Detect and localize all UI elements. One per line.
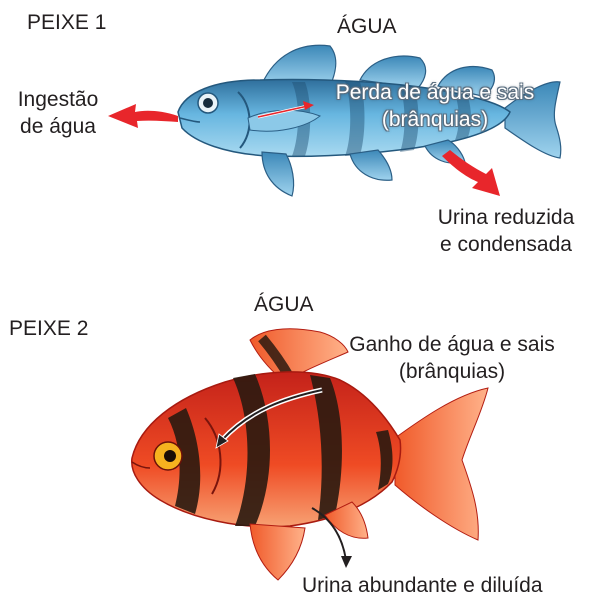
- fish2-gill-arrow: [215, 387, 323, 449]
- fish1-urine-line1: Urina reduzida: [437, 206, 575, 229]
- fish1-intake-label: Ingestão de água: [0, 86, 116, 140]
- fish2-urine-arrow: [311, 507, 352, 568]
- fish1-mouth: [179, 117, 201, 123]
- fish1-dorsal-fin-middle: [359, 55, 427, 89]
- fish1-pelvic-fin: [261, 151, 295, 197]
- fish1-urine-label: Urina reduzida e condensada: [418, 204, 594, 258]
- fish1-urine-line2: e condensada: [440, 233, 572, 256]
- fish1-illustration: [177, 44, 562, 197]
- fish2-environment-label: ÁGUA: [254, 293, 314, 316]
- fish2-mouth: [131, 461, 151, 469]
- fish1-anal-fin-front: [349, 149, 393, 181]
- fish1-gill-arrow: [257, 101, 314, 119]
- fish2-gain-line1: Ganho de água e sais: [349, 333, 555, 356]
- fish1-environment-label: ÁGUA: [337, 15, 397, 38]
- fish1-label: PEIXE 1: [27, 11, 107, 34]
- fish2-urine-label: Urina abundante e diluída: [302, 574, 543, 597]
- fish1-intake-line2: de água: [20, 115, 96, 138]
- fish1-intake-line1: Ingestão: [17, 88, 99, 111]
- fish2-tail-fin: [394, 387, 489, 541]
- ingestion-arrow-icon: [108, 104, 178, 128]
- fish1-loss-line1: Perda de água e sais: [335, 81, 535, 104]
- fish2-label: PEIXE 2: [9, 317, 89, 340]
- fish2-pelvic-fin: [249, 523, 306, 581]
- fish2-anal-fin: [324, 501, 369, 539]
- fish1-tail-fin: [504, 81, 562, 159]
- fish1-dorsal-fin-rear: [437, 65, 495, 97]
- fish1-dorsal-fin-front: [261, 44, 337, 87]
- fish2-gill-cover: [204, 417, 222, 495]
- fish1-urine-arrow-icon: [442, 150, 500, 196]
- fish1-loss-label: Perda de água e sais (brânquias): [313, 79, 557, 133]
- fish1-loss-line2: (brânquias): [381, 108, 489, 131]
- fish2-gain-line2: (brânquias): [398, 360, 506, 383]
- fish2-gain-label: Ganho de água e sais (brânquias): [326, 331, 578, 385]
